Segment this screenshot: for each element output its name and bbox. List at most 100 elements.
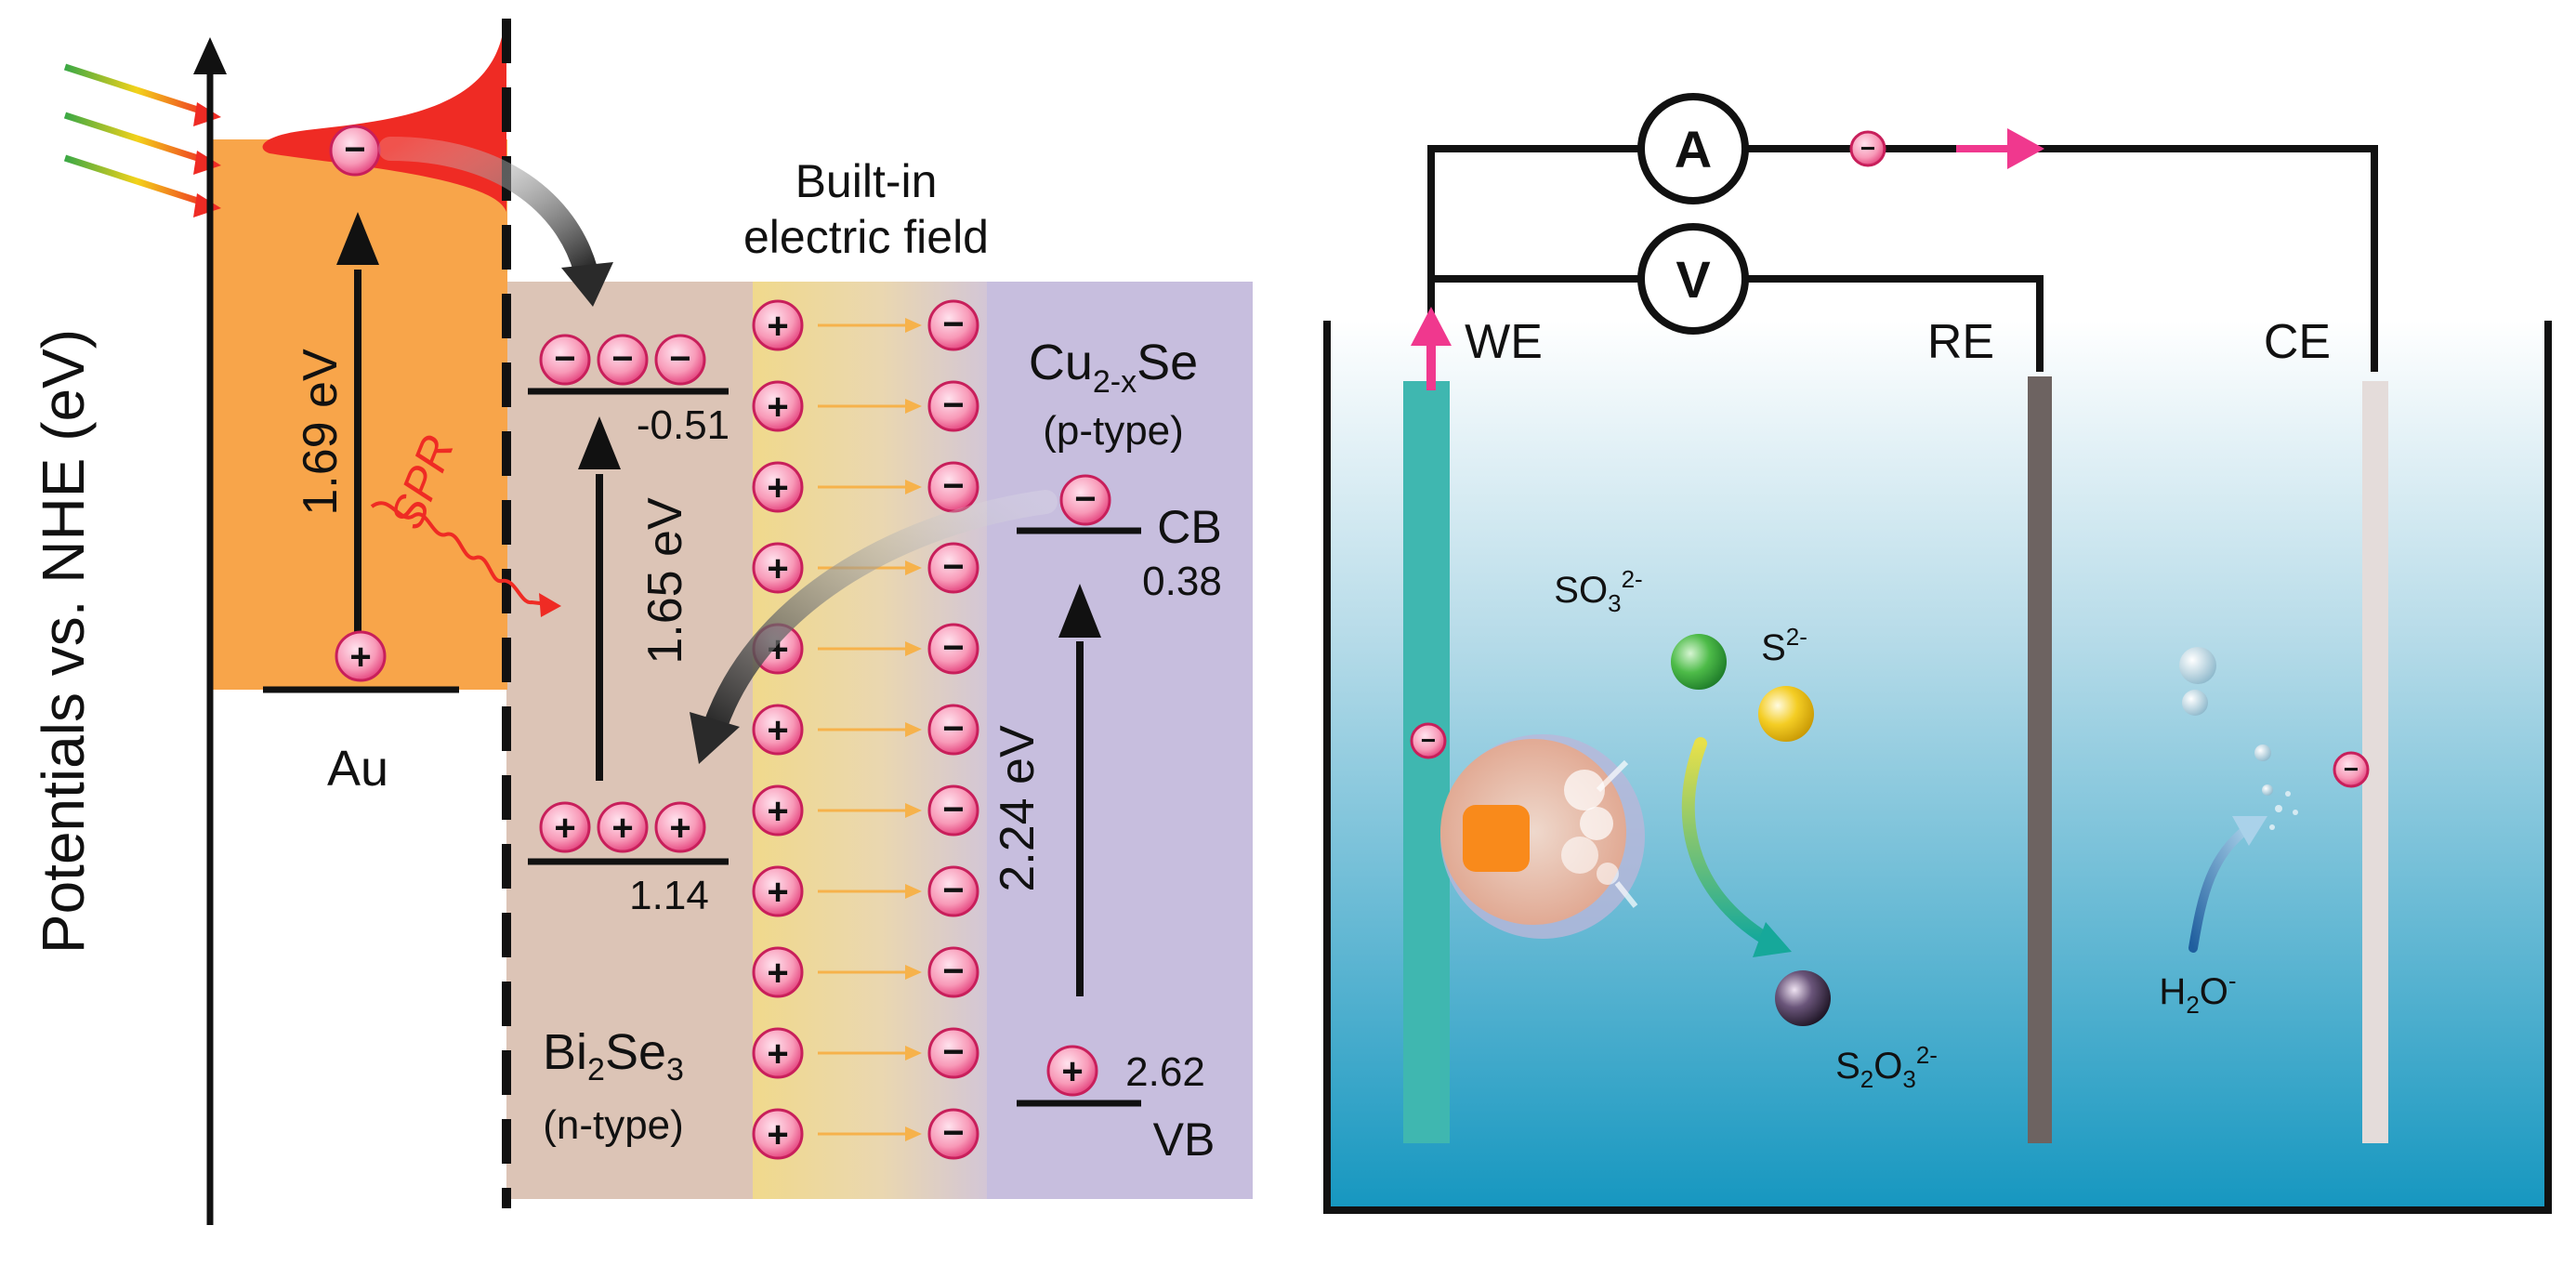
junction-title-line1: Built-in xyxy=(795,155,938,207)
cu2xse-region xyxy=(987,282,1253,1199)
cu2xse-vb-hole: + xyxy=(1046,1045,1098,1097)
h2o-label: H2O- xyxy=(2159,967,2236,1019)
field-arrowhead xyxy=(905,399,922,414)
svg-text:−: − xyxy=(611,338,633,379)
au-hole: + xyxy=(335,630,387,682)
junction-minus-charge xyxy=(927,380,979,432)
ce-electron: − xyxy=(2333,751,2370,788)
junction-plus-charge xyxy=(752,1108,804,1160)
beaker xyxy=(1323,321,2552,1214)
spr-distribution xyxy=(262,37,506,212)
we-current-arrowhead xyxy=(1411,307,1452,346)
y-axis-label: Potentials vs. NHE (eV) xyxy=(30,329,97,954)
junction-minus-charge xyxy=(927,1027,979,1079)
junction-minus-charge xyxy=(927,704,979,756)
junction-minus-charge xyxy=(927,1108,979,1160)
re-electrode xyxy=(2028,376,2052,1143)
wire-electron: − xyxy=(1849,130,1886,167)
bi2se3-gap-arrowhead xyxy=(578,416,621,469)
svg-text:−: − xyxy=(344,129,365,170)
svg-text:−: − xyxy=(1860,134,1875,163)
cu2xse-gap-arrowhead xyxy=(1058,584,1101,638)
bi2se3-vb-value: 1.14 xyxy=(629,873,709,918)
junction-minus-charge-symbol: − xyxy=(942,708,964,749)
bi2se3-cb-value: -0.51 xyxy=(637,402,729,448)
cu2xse-cb-label: CB xyxy=(1157,501,1221,553)
bi2se3-gap-label: 1.65 eV xyxy=(638,497,692,665)
field-arrowhead xyxy=(905,1046,922,1061)
cu2xse-vb-value: 2.62 xyxy=(1125,1049,1205,1095)
junction-minus-charge xyxy=(927,299,979,351)
voltmeter: V xyxy=(1637,223,1749,335)
junction-plus-charge-symbol: + xyxy=(767,1114,788,1155)
junction-minus-charge xyxy=(927,542,979,594)
cu2xse-gap-label: 2.24 eV xyxy=(991,725,1045,892)
cu2xse-cb-electron: − xyxy=(1059,474,1111,526)
junction-plus-charge xyxy=(752,704,804,756)
junction-plus-charge xyxy=(752,865,804,917)
we-electrode xyxy=(1403,381,1450,1143)
junction-minus-charge-symbol: − xyxy=(942,789,964,830)
spr-wave-arrowhead xyxy=(539,593,561,617)
junction-minus-charge-symbol: − xyxy=(942,466,964,507)
junction-plus-charge xyxy=(752,461,804,513)
svg-text:A: A xyxy=(1675,120,1712,178)
field-arrowhead xyxy=(905,965,922,980)
svg-text:+: + xyxy=(669,808,690,849)
junction-minus-charge xyxy=(927,784,979,837)
bi2se3-name: Bi2Se3 xyxy=(543,1024,684,1087)
junction-minus-charge-symbol: − xyxy=(942,627,964,668)
junction-minus-charge xyxy=(927,946,979,998)
field-arrowhead xyxy=(905,803,922,818)
au-electron: − xyxy=(329,125,381,177)
au-label: Au xyxy=(327,741,388,797)
junction-minus-charge xyxy=(927,865,979,917)
field-arrowhead xyxy=(905,1127,922,1141)
junction-plus-charge xyxy=(752,946,804,998)
s2-label: S2- xyxy=(1761,623,1807,668)
bi2se3-type: (n-type) xyxy=(543,1102,684,1148)
field-arrowhead xyxy=(905,318,922,333)
junction-minus-charge-symbol: − xyxy=(942,385,964,426)
left-panel: Potentials vs. NHE (eV) Au 1.69 eV SPR −… xyxy=(30,19,1253,1225)
junction-plus-charge xyxy=(752,784,804,837)
cu2xse-name: Cu2-xSe xyxy=(1029,335,1198,400)
junction-title-line2: electric field xyxy=(743,211,989,263)
junction-minus-charge-symbol: − xyxy=(942,951,964,992)
svg-text:+: + xyxy=(1061,1051,1083,1092)
cu2xse-vb-label: VB xyxy=(1153,1113,1216,1166)
so3-label: SO32- xyxy=(1554,565,1642,617)
incident-light xyxy=(63,63,221,217)
junction-plus-charge-symbol: + xyxy=(767,468,788,508)
s2o3-label: S2O32- xyxy=(1835,1041,1938,1093)
re-label: RE xyxy=(1927,315,1994,369)
svg-text:−: − xyxy=(554,338,575,379)
y-axis-arrowhead xyxy=(193,37,227,74)
spr-wave xyxy=(370,501,549,606)
field-arrowhead xyxy=(905,480,922,494)
cu2xse-to-bi2se3-arrow xyxy=(703,490,1058,737)
junction-plus-charge-symbol: + xyxy=(767,953,788,994)
s2-sphere xyxy=(1758,686,1814,742)
junction-plus-charge xyxy=(752,1027,804,1079)
au-gap-label: 1.69 eV xyxy=(294,349,348,516)
svg-text:+: + xyxy=(349,637,371,678)
junction-minus-charge-symbol: − xyxy=(942,870,964,911)
junction-plus-charge-symbol: + xyxy=(767,872,788,913)
junction-minus-charge xyxy=(927,623,979,675)
cu2xse-type: (p-type) xyxy=(1043,408,1184,454)
svg-text:+: + xyxy=(554,808,575,849)
field-arrowhead xyxy=(905,884,922,899)
field-arrowhead xyxy=(905,560,922,575)
junction-plus-charge xyxy=(752,380,804,432)
we-label: WE xyxy=(1465,315,1543,369)
s2o3-sphere xyxy=(1775,970,1831,1026)
bi2se3-cb-electrons: − − − xyxy=(539,334,706,386)
right-panel: A V − WE RE CE − xyxy=(1323,93,2552,1214)
junction-plus-charge-symbol: + xyxy=(767,548,788,589)
photocatalyst-particle xyxy=(1440,734,1645,939)
junction-minus-charge-symbol: − xyxy=(942,547,964,587)
svg-text:−: − xyxy=(2344,755,2359,784)
